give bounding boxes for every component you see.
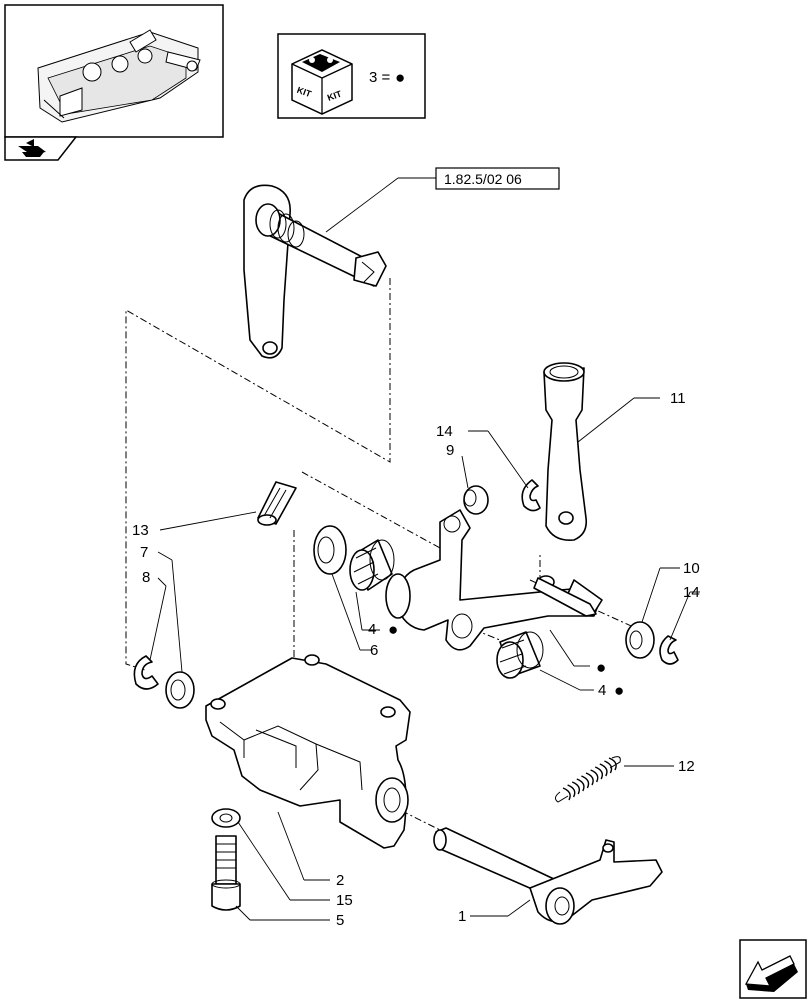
part-5-cap-screw bbox=[211, 835, 241, 911]
part-8-circlip bbox=[133, 655, 159, 690]
callout-12: 12 bbox=[678, 758, 695, 775]
callout-6: 6 bbox=[370, 642, 378, 659]
book-arrow-icon bbox=[18, 139, 46, 157]
part-14-clip-upper bbox=[521, 479, 541, 512]
part-6-thrust-washer bbox=[313, 525, 347, 575]
callout-14-upper: 14 bbox=[436, 423, 453, 440]
part-4-needle-bearing-right bbox=[496, 631, 544, 679]
callout-2: 2 bbox=[336, 872, 344, 889]
reference-code: 1.82.5/02 06 bbox=[444, 171, 522, 187]
callout-15: 15 bbox=[336, 892, 353, 909]
callout-10: 10 bbox=[683, 560, 700, 577]
kit-legend: KIT KIT 3 = ● bbox=[277, 33, 426, 119]
kit-marker-dot: ● bbox=[395, 68, 405, 87]
kit-label-right: KIT bbox=[326, 88, 344, 103]
lift-arm-shaft bbox=[243, 184, 387, 359]
next-page-arrow-button[interactable] bbox=[739, 939, 807, 999]
kit-label-left: KIT bbox=[296, 85, 314, 100]
marker-dot-lever: ● bbox=[596, 658, 606, 677]
marker-dot-4-left: ● bbox=[388, 620, 398, 639]
marker-dot-4-right: ● bbox=[614, 681, 624, 700]
callout-7: 7 bbox=[140, 544, 148, 561]
callout-5: 5 bbox=[336, 912, 344, 929]
part-9-bushing bbox=[463, 485, 489, 515]
callout-14-right: 14 bbox=[683, 584, 700, 601]
reference-box[interactable]: 1.82.5/02 06 bbox=[435, 167, 560, 190]
callout-1: 1 bbox=[458, 908, 466, 925]
callout-8: 8 bbox=[142, 569, 150, 586]
part-10-washer bbox=[625, 621, 655, 659]
arrow-icon bbox=[744, 955, 798, 992]
callout-9: 9 bbox=[446, 442, 454, 459]
kit-box-icon: KIT KIT bbox=[291, 49, 353, 115]
leader-lines bbox=[149, 397, 700, 921]
part-2-bracket bbox=[205, 654, 411, 849]
bellcrank-lever bbox=[385, 509, 603, 651]
callout-11: 11 bbox=[670, 390, 686, 407]
callout-labels: 11 14 9 13 7 8 10 14 4 ● 6 ● 4 ● 12 2 15… bbox=[132, 390, 700, 929]
part-11-lever bbox=[543, 362, 588, 542]
part-15-washer bbox=[211, 808, 241, 828]
part-7-washer bbox=[165, 671, 195, 709]
part-12-spring bbox=[554, 756, 621, 803]
callout-13: 13 bbox=[132, 522, 149, 539]
part-14-clip-right bbox=[659, 635, 679, 665]
part-4-needle-bearing-left bbox=[349, 539, 395, 591]
callout-4-right: 4 bbox=[598, 682, 606, 699]
thumbnail-assembly-image bbox=[37, 29, 201, 123]
thumbnail-panel[interactable] bbox=[4, 4, 224, 161]
part-13-pin bbox=[257, 481, 297, 526]
kit-equation: 3 = bbox=[369, 69, 391, 86]
callout-4-left: 4 bbox=[368, 621, 376, 638]
part-1-shaft-lever bbox=[433, 827, 663, 925]
